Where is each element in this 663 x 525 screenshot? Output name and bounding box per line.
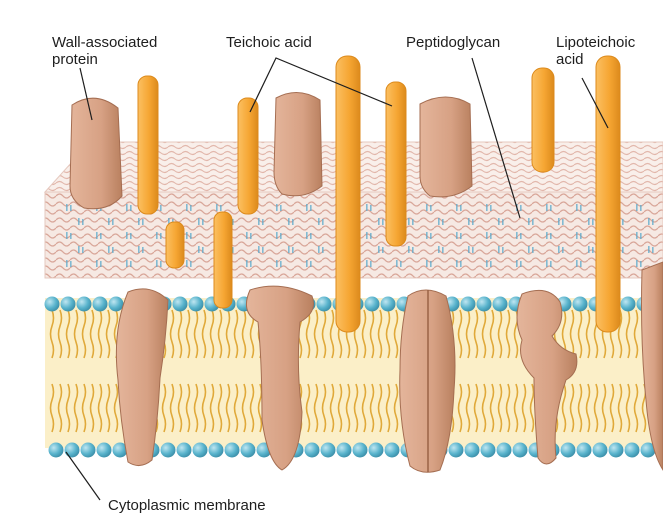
- lipid-head: [449, 443, 464, 458]
- lipid-head: [353, 443, 368, 458]
- lipid-head: [365, 297, 380, 312]
- lipid-head: [77, 297, 92, 312]
- lipid-head: [109, 297, 124, 312]
- lipid-head: [49, 443, 64, 458]
- teichoic-acid-rod: [166, 222, 184, 268]
- lipid-head: [97, 443, 112, 458]
- lipid-head: [465, 443, 480, 458]
- lipid-head: [81, 443, 96, 458]
- wall-associated-protein: [70, 98, 122, 209]
- lipid-head: [61, 297, 76, 312]
- leader-cytoplasmic-membrane: [66, 452, 100, 500]
- lipid-head: [93, 297, 108, 312]
- lipid-head: [317, 297, 332, 312]
- lipid-head: [609, 443, 624, 458]
- lipid-head: [513, 443, 528, 458]
- lipid-head: [497, 443, 512, 458]
- lipid-head: [305, 443, 320, 458]
- lipid-head: [385, 443, 400, 458]
- teichoic-acid-rod: [138, 76, 158, 214]
- lipid-head: [461, 297, 476, 312]
- lipid-head: [573, 297, 588, 312]
- teichoic-acid-rod: [214, 212, 232, 308]
- peptidoglycan-label: Peptidoglycan: [406, 34, 500, 51]
- lipid-head: [621, 297, 636, 312]
- wall-associated-protein: [274, 92, 322, 195]
- lipid-head: [65, 443, 80, 458]
- lipid-head: [209, 443, 224, 458]
- teichoic-acid-rod: [386, 82, 406, 246]
- lipid-head: [161, 443, 176, 458]
- lipid-head: [381, 297, 396, 312]
- lipid-head: [225, 443, 240, 458]
- lipid-head: [493, 297, 508, 312]
- lipid-head: [561, 443, 576, 458]
- lipid-head: [193, 443, 208, 458]
- lipid-head: [477, 297, 492, 312]
- lipoteichoic-acid-rod: [336, 56, 360, 332]
- lipid-head: [369, 443, 384, 458]
- lipid-head: [337, 443, 352, 458]
- lipid-head: [593, 443, 608, 458]
- leader-teichoic-acid: [250, 58, 392, 112]
- teichoic-acid-rod: [238, 98, 258, 214]
- teichoic-acid-rod: [532, 68, 554, 172]
- wall-associated-protein: [420, 97, 472, 197]
- lipid-head: [321, 443, 336, 458]
- lipid-head: [241, 443, 256, 458]
- wall-associated-protein-label: Wall-associated protein: [52, 34, 157, 68]
- lipid-head: [481, 443, 496, 458]
- lipoteichoic-acid-label: Lipoteichoic acid: [556, 34, 635, 68]
- teichoic-acid-label: Teichoic acid: [226, 34, 312, 51]
- lipid-head: [45, 297, 60, 312]
- lipid-head: [189, 297, 204, 312]
- lipid-head: [173, 297, 188, 312]
- lipoteichoic-acid-rod: [596, 56, 620, 332]
- lipid-head: [177, 443, 192, 458]
- lipid-head: [577, 443, 592, 458]
- lipid-head: [625, 443, 640, 458]
- cytoplasmic-membrane-label: Cytoplasmic membrane: [108, 497, 266, 514]
